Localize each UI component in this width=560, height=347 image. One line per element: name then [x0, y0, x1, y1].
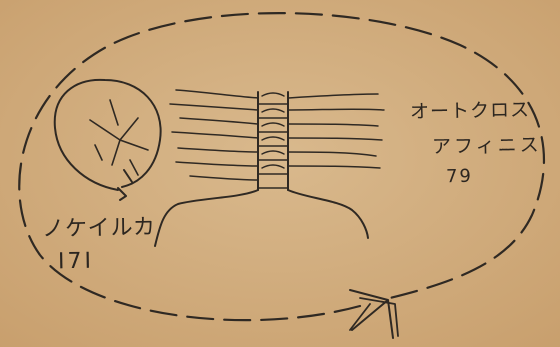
annotation-left-line1: ノケイルカ — [42, 209, 156, 243]
annotation-right-line3: 79 — [446, 166, 473, 187]
annotation-right-line1: オートクロス — [410, 95, 530, 124]
annotation-left-line2: I7I — [58, 249, 94, 275]
annotation-right-line2: アフィニス — [432, 130, 542, 159]
